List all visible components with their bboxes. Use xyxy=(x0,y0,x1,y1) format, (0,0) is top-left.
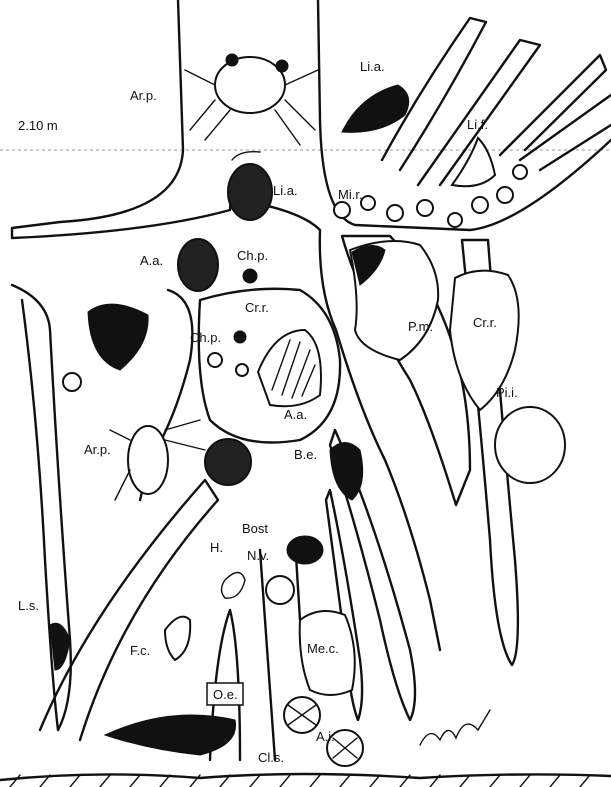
snail-li-a-mid xyxy=(228,164,272,220)
label-l-s: L.s. xyxy=(18,599,39,612)
label-ch-p-mid: Ch.p. xyxy=(190,331,221,344)
label-me-c: Me.c. xyxy=(307,642,339,655)
crab-ar-p-top xyxy=(185,54,318,145)
ch-p-top-shell xyxy=(243,269,257,283)
ch-p-mid-shell-3 xyxy=(236,364,248,376)
label-h: H. xyxy=(210,541,223,554)
snail-f-c xyxy=(165,617,190,660)
snail-striped xyxy=(266,576,294,604)
label-ch-p-top: Ch.p. xyxy=(237,249,268,262)
snail-l-s xyxy=(50,623,70,670)
branch-upper-right-3 xyxy=(500,55,606,155)
small-shell-left xyxy=(63,373,81,391)
organism-h xyxy=(222,573,246,599)
label-n-v: N.v. xyxy=(247,549,269,562)
label-bost: Bost xyxy=(242,522,268,535)
label-li-f: Li.f. xyxy=(467,118,488,131)
label-cr-r-left: Cr.r. xyxy=(245,301,269,314)
label-f-c: F.c. xyxy=(130,644,150,657)
label-p-m: P.m. xyxy=(408,320,433,333)
crab-ar-p-left xyxy=(110,420,205,500)
ground-line xyxy=(0,774,611,780)
ch-p-mid-shell-1 xyxy=(234,331,246,343)
label-cl-s: Cl.s. xyxy=(258,751,284,764)
snail-o-e xyxy=(105,715,236,755)
snail-b-e xyxy=(330,443,363,501)
label-a-i: A.i. xyxy=(316,730,335,743)
label-ar-p-top: Ar.p. xyxy=(130,89,157,102)
snail-li-a-top xyxy=(342,85,409,132)
label-li-a-top: Li.a. xyxy=(360,60,385,73)
pi-i-spiny xyxy=(495,407,565,483)
label-b-e: B.e. xyxy=(294,448,317,461)
label-ar-p-left: Ar.p. xyxy=(84,443,111,456)
snail-n-v xyxy=(287,536,323,564)
label-li-a-mid: Li.a. xyxy=(273,184,298,197)
branch-upper-right-4 xyxy=(520,95,611,170)
snail-li-a-mid-outline xyxy=(232,152,260,160)
depth-label: 2.10 m xyxy=(18,119,58,132)
snail-li-f xyxy=(452,138,495,186)
artist-signature xyxy=(420,710,490,745)
label-o-e: O.e. xyxy=(213,688,238,701)
label-a-a-left: A.a. xyxy=(140,254,163,267)
shells-mi-r xyxy=(334,165,527,227)
ch-p-mid-shell-2 xyxy=(208,353,222,367)
barnacle-dark-center xyxy=(205,439,251,485)
barnacle-a-a-left xyxy=(178,239,218,291)
barnacle-left-large xyxy=(88,304,148,370)
label-pi-i: Pi.i. xyxy=(496,386,518,399)
label-mi-r: Mi.r. xyxy=(338,188,363,201)
label-a-a-center: A.a. xyxy=(284,408,307,421)
ground-hatching xyxy=(10,775,590,787)
label-cr-r-right: Cr.r. xyxy=(473,316,497,329)
